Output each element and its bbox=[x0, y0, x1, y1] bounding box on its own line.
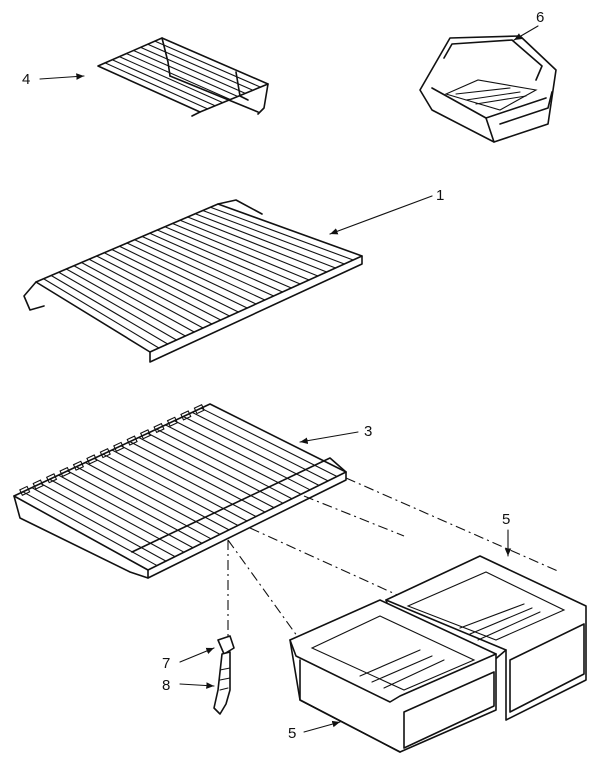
callout-8-label: 8 bbox=[162, 677, 215, 694]
callout-1: 1 bbox=[436, 187, 444, 204]
callout-7-label: 7 bbox=[162, 647, 215, 672]
small-storage-bin bbox=[419, 35, 557, 143]
callout-4: 4 bbox=[22, 71, 30, 88]
cover-support bbox=[213, 635, 235, 715]
crisper-drawer-front bbox=[289, 599, 497, 753]
small-wire-shelf bbox=[97, 37, 269, 117]
wire-shelf bbox=[23, 199, 363, 363]
callout-3-label: 3 bbox=[299, 423, 372, 444]
assembly-guide-lines bbox=[227, 477, 561, 641]
callout-6-label: 6 bbox=[513, 9, 544, 41]
callout-8: 8 bbox=[162, 677, 170, 694]
crisper-drawer-rear bbox=[385, 555, 587, 721]
callout-1-label: 1 bbox=[329, 187, 444, 235]
callout-5-rear: 5 bbox=[502, 511, 510, 528]
crisper-cover bbox=[13, 403, 347, 579]
callout-3: 3 bbox=[364, 423, 372, 440]
callout-5-front: 5 bbox=[288, 725, 296, 742]
callout-4-label: 4 bbox=[22, 71, 85, 88]
callout-7: 7 bbox=[162, 655, 170, 672]
callout-5-front-label: 5 bbox=[288, 720, 341, 742]
callout-6: 6 bbox=[536, 9, 544, 26]
callout-5-rear-label: 5 bbox=[502, 511, 512, 557]
